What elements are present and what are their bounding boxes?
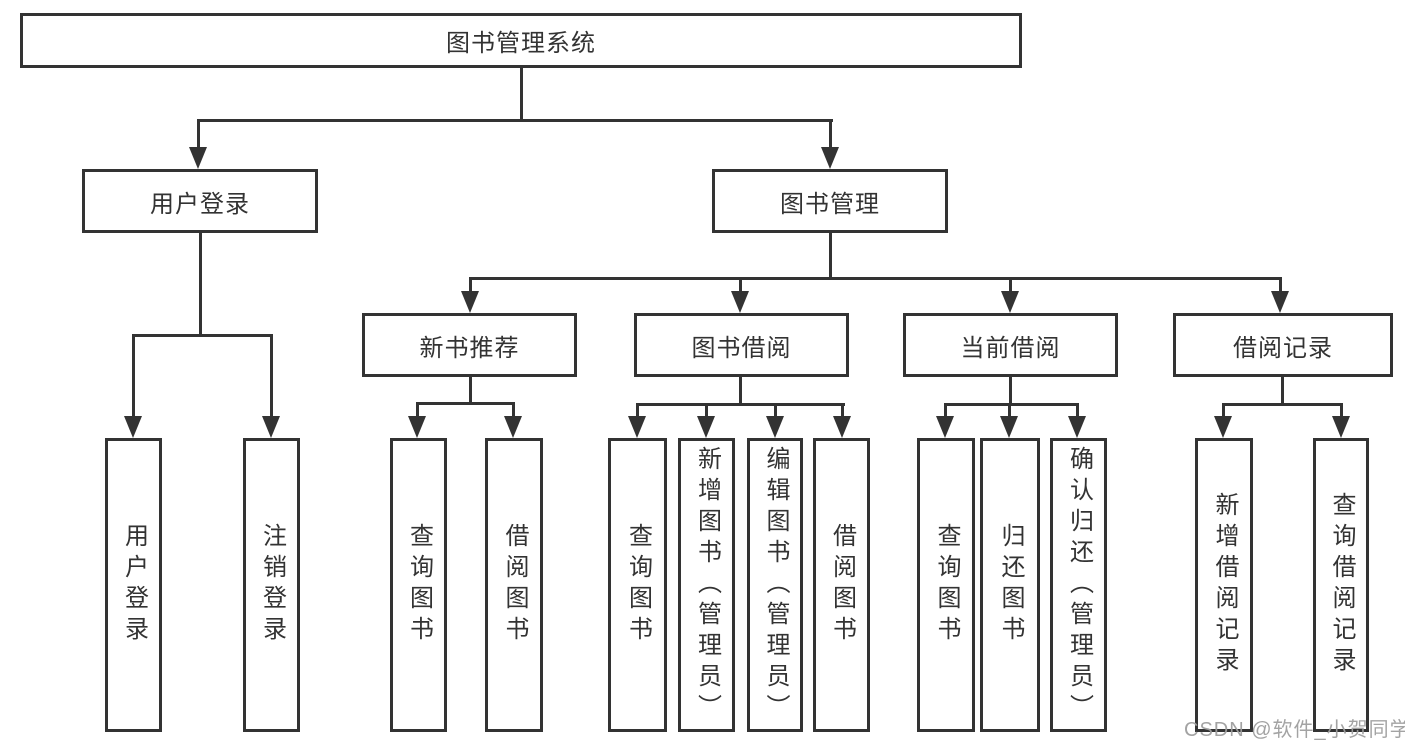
connector-line (1008, 403, 1011, 420)
connector-line (944, 403, 1079, 406)
connector-line (197, 119, 200, 151)
leaf-borrow-books-2: 借阅图书 (813, 438, 870, 732)
leaf-label: 新增借阅记录 (1211, 492, 1238, 678)
connector-line (469, 377, 472, 405)
leaf-label: 查询图书 (624, 523, 652, 647)
connector-line (1281, 377, 1284, 406)
leaf-label: 新增图书（管理员） (693, 445, 721, 725)
connector-line (199, 233, 202, 337)
connector-line (739, 277, 742, 298)
leaf-borrow-books-1: 借阅图书 (485, 438, 543, 732)
leaf-label: 查询图书 (405, 523, 433, 647)
node-borrow-records: 借阅记录 (1173, 313, 1393, 377)
connector-line (944, 403, 947, 420)
connector-line (841, 403, 844, 420)
connector-line (512, 402, 515, 420)
connector-line (636, 403, 845, 406)
arrow-down-icon (408, 416, 426, 438)
leaf-return-book: 归还图书 (980, 438, 1040, 732)
connector-line (469, 277, 472, 298)
arrow-down-icon (1214, 416, 1232, 438)
arrow-down-icon (936, 416, 954, 438)
leaf-label: 确认归还（管理员） (1065, 445, 1093, 725)
connector-line (1009, 277, 1012, 298)
node-library-system: 图书管理系统 (20, 13, 1022, 68)
watermark: CSDN @软件_小贺同学 (1184, 719, 1405, 741)
arrow-down-icon (504, 416, 522, 438)
connector-line (520, 68, 523, 121)
connector-line (133, 334, 273, 337)
leaf-query-books-3: 查询图书 (917, 438, 975, 732)
leaf-add-book-admin: 新增图书（管理员） (678, 438, 735, 732)
connector-line (739, 377, 742, 406)
connector-line (1279, 277, 1282, 298)
leaf-label: 归还图书 (997, 523, 1024, 647)
arrow-down-icon (124, 416, 142, 438)
arrow-down-icon (461, 291, 479, 313)
node-label: 新书推荐 (419, 334, 520, 362)
leaf-confirm-return-admin: 确认归还（管理员） (1050, 438, 1107, 732)
arrow-down-icon (731, 291, 749, 313)
arrow-down-icon (1271, 291, 1289, 313)
connector-line (774, 403, 777, 420)
node-book-borrow: 图书借阅 (634, 313, 849, 377)
arrow-down-icon (821, 147, 839, 169)
leaf-add-borrow-record: 新增借阅记录 (1195, 438, 1253, 732)
leaf-query-books-1: 查询图书 (390, 438, 447, 732)
node-new-book-recommend: 新书推荐 (362, 313, 577, 377)
arrow-down-icon (833, 416, 851, 438)
node-book-management: 图书管理 (712, 169, 948, 233)
node-label: 用户登录 (150, 190, 250, 218)
connector-line (197, 119, 833, 122)
node-label: 图书借阅 (691, 334, 792, 362)
arrow-down-icon (1000, 416, 1018, 438)
connector-line (1222, 403, 1225, 420)
connector-line (469, 277, 1282, 280)
leaf-user-login: 用户登录 (105, 438, 162, 732)
leaf-label: 查询借阅记录 (1328, 492, 1355, 678)
node-label: 图书管理系统 (446, 30, 596, 57)
connector-line (416, 402, 515, 405)
leaf-label: 注销登录 (258, 523, 286, 647)
arrow-down-icon (189, 147, 207, 169)
connector-line (1076, 403, 1079, 420)
leaf-label: 借阅图书 (828, 523, 856, 647)
leaf-query-borrow-record: 查询借阅记录 (1313, 438, 1369, 732)
connector-line (270, 334, 273, 420)
connector-line (829, 119, 832, 151)
connector-line (829, 233, 832, 280)
leaf-label: 查询图书 (933, 523, 960, 647)
node-label: 图书管理 (780, 190, 880, 218)
leaf-label: 借阅图书 (501, 523, 528, 647)
leaf-edit-book-admin: 编辑图书（管理员） (747, 438, 803, 732)
connector-line (1340, 403, 1343, 420)
connector-line (1009, 377, 1012, 406)
arrow-down-icon (262, 416, 280, 438)
arrow-down-icon (766, 416, 784, 438)
arrow-down-icon (1068, 416, 1086, 438)
leaf-query-books-2: 查询图书 (608, 438, 667, 732)
arrow-down-icon (1001, 291, 1019, 313)
node-current-borrow: 当前借阅 (903, 313, 1118, 377)
connector-line (1222, 403, 1343, 406)
leaf-label: 编辑图书（管理员） (762, 445, 789, 725)
node-user-login: 用户登录 (82, 169, 318, 233)
connector-line (132, 334, 135, 420)
arrow-down-icon (1332, 416, 1350, 438)
leaf-label: 用户登录 (120, 523, 148, 647)
connector-line (416, 402, 419, 420)
leaf-logout: 注销登录 (243, 438, 300, 732)
arrow-down-icon (628, 416, 646, 438)
connector-line (705, 403, 708, 420)
arrow-down-icon (697, 416, 715, 438)
connector-line (636, 403, 639, 420)
node-label: 当前借阅 (960, 334, 1061, 362)
node-label: 借阅记录 (1233, 334, 1333, 362)
